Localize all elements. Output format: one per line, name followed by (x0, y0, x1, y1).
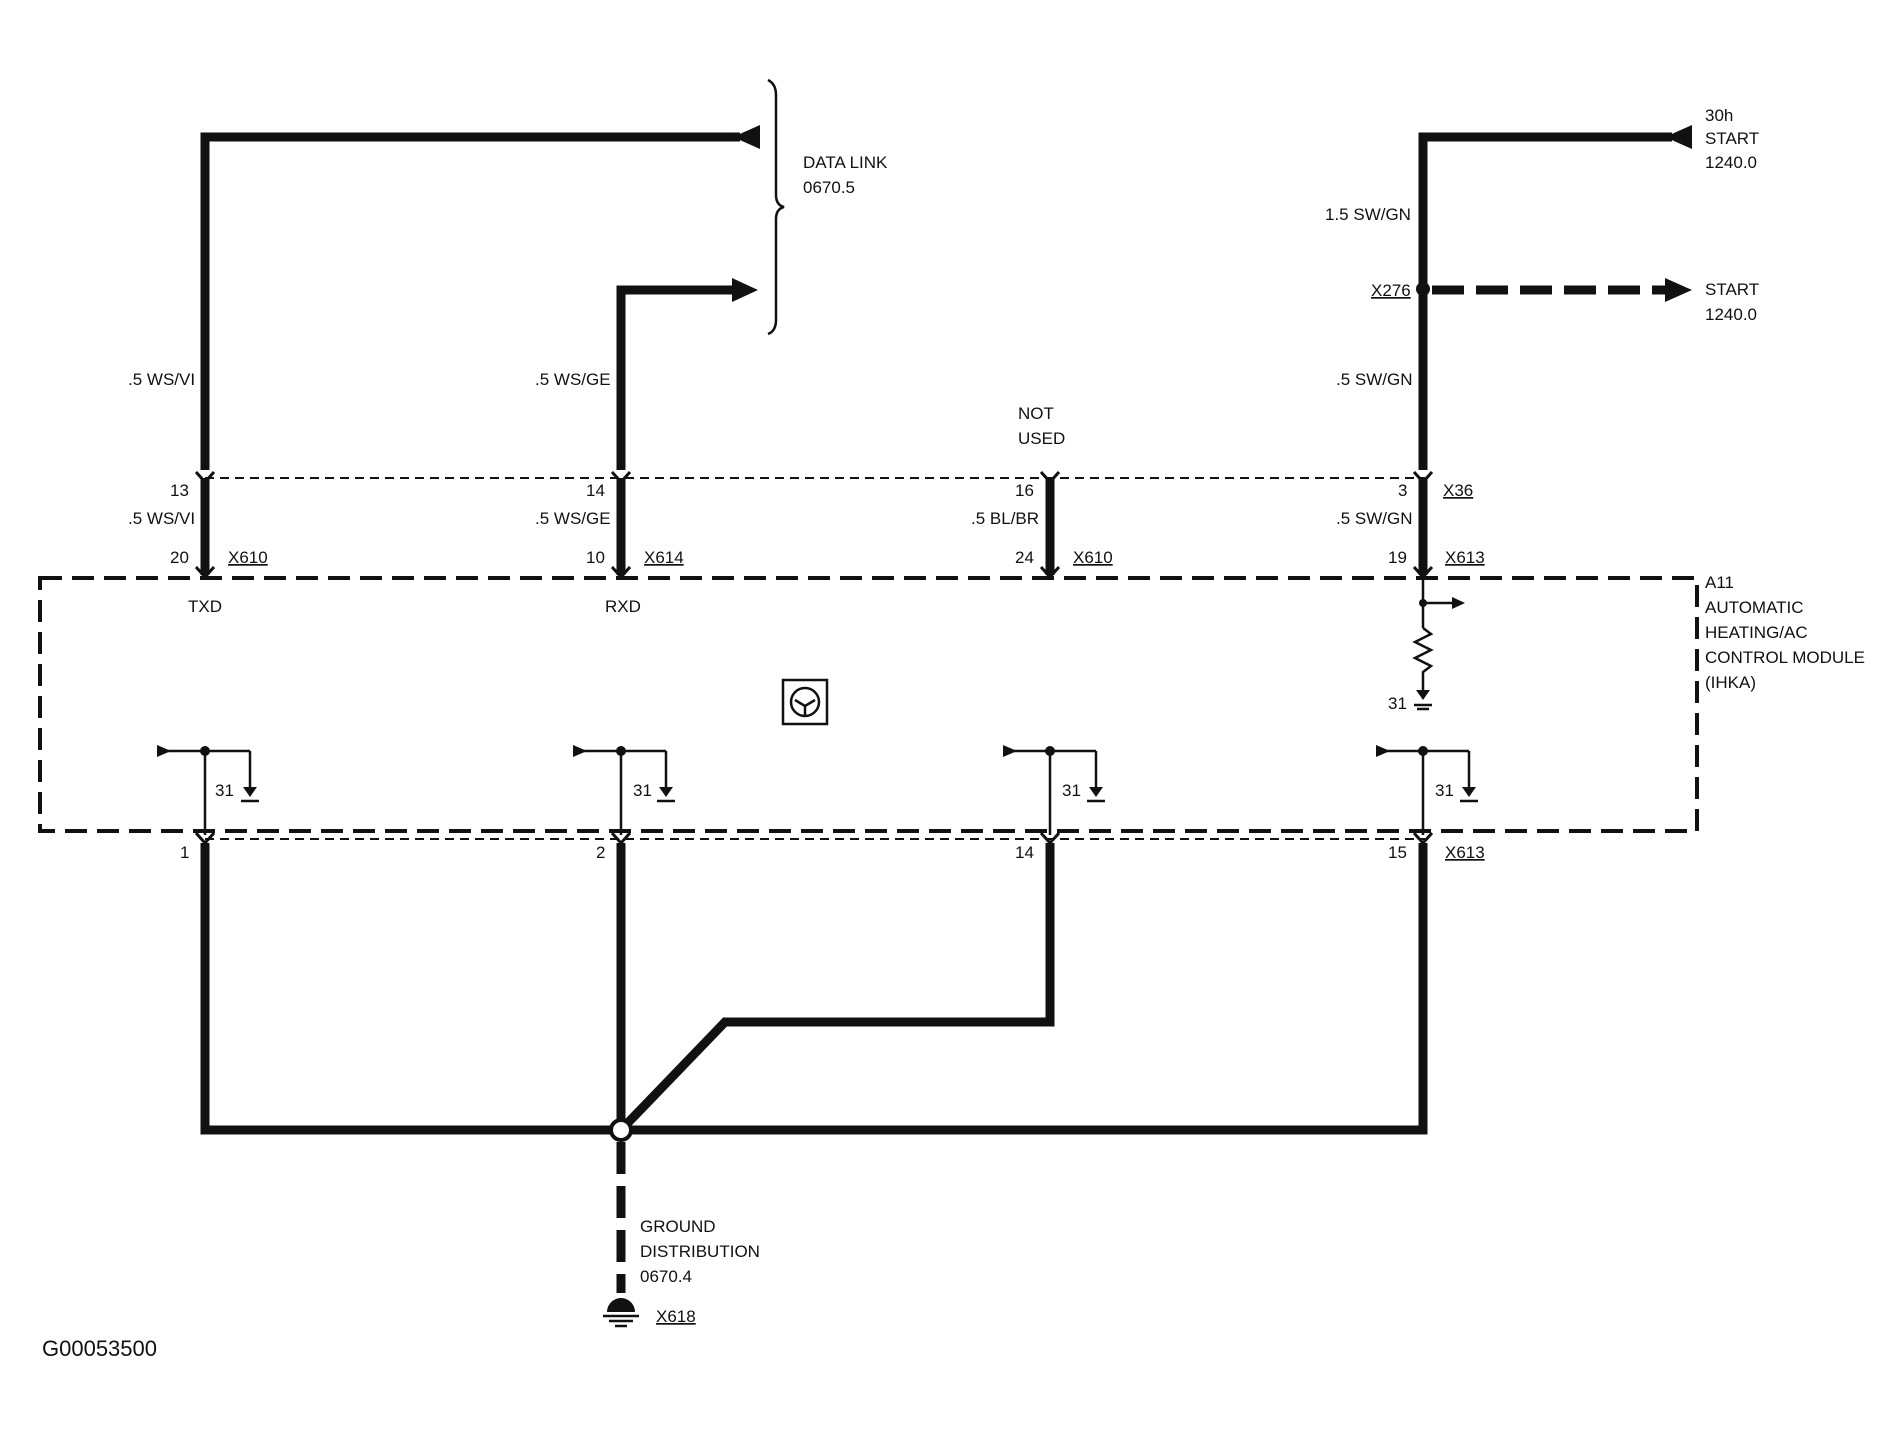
pin-10: 10 (586, 548, 605, 567)
arrow-start-out (1665, 278, 1692, 302)
arrow-30h-in (1665, 125, 1692, 149)
transistor-symbol-icon (781, 678, 829, 726)
wire-label-swgn-top: .5 SW/GN (1336, 370, 1413, 389)
power-30h-label: 30h (1705, 106, 1733, 125)
pin-19: 19 (1388, 548, 1407, 567)
ground-label-2: 31 (633, 781, 652, 800)
connector-x614-label: X614 (644, 548, 684, 567)
wire-sw-gn-30h (1418, 132, 1672, 470)
pin-13: 13 (170, 481, 189, 500)
wire-ground-pin15 (621, 843, 1428, 1135)
connector-forks-top (194, 470, 1434, 846)
wire-label-wsvi-top: .5 WS/VI (128, 370, 195, 389)
figure-code: G00053500 (42, 1336, 157, 1361)
pin-1: 1 (180, 843, 189, 862)
wire-ground-pin1 (200, 843, 621, 1135)
pin-15: 15 (1388, 843, 1407, 862)
driver-circuits (157, 745, 1478, 835)
wire-label-wsge-top: .5 WS/GE (535, 370, 611, 389)
data-link-ref: 0670.5 (803, 178, 855, 197)
module-name-3: CONTROL MODULE (1705, 648, 1865, 667)
pullup-circuit (1412, 580, 1465, 711)
arrow-data-link-out (732, 278, 758, 302)
power-start-ref: 1240.0 (1705, 153, 1757, 172)
module-id: A11 (1705, 573, 1734, 592)
module-name-2: HEATING/AC (1705, 623, 1808, 642)
data-link-bracket (767, 78, 785, 336)
pin-14-top: 14 (586, 481, 605, 500)
module-a11-box (38, 576, 1699, 833)
wire-label-swgn-mid: .5 SW/GN (1336, 509, 1413, 528)
ground-dist-label-2: DISTRIBUTION (640, 1242, 760, 1261)
splice-x276-label: X276 (1371, 281, 1411, 300)
connector-x36-label: X36 (1443, 481, 1473, 500)
start-out-ref: 1240.0 (1705, 305, 1757, 324)
connector-x610-a-label: X610 (228, 548, 268, 567)
wire-ws-vi-data-link (200, 132, 740, 470)
wire-ws-ge-data-link (616, 285, 735, 470)
ground-label-1: 31 (215, 781, 234, 800)
rxd-label: RXD (605, 597, 641, 616)
module-name-1: AUTOMATIC (1705, 598, 1804, 617)
pin-14-bottom: 14 (1015, 843, 1034, 862)
wire-label-wsge-mid: .5 WS/GE (535, 509, 611, 528)
pin-2: 2 (596, 843, 605, 862)
connector-x613-b-label: X613 (1445, 843, 1485, 862)
start-out-label: START (1705, 280, 1759, 299)
data-link-label: DATA LINK (803, 153, 888, 172)
arrow-data-link-in (733, 125, 760, 149)
splice-ground-node (609, 1118, 633, 1142)
wire-ground-pin14 (617, 843, 1055, 1134)
power-start-label: START (1705, 129, 1759, 148)
ground-label-4: 31 (1435, 781, 1454, 800)
module-name-4: (IHKA) (1705, 673, 1756, 692)
ground-x618-icon (603, 1298, 639, 1328)
pin-3: 3 (1398, 481, 1407, 500)
splice-x276-dot (1416, 282, 1430, 296)
pin-16: 16 (1015, 481, 1034, 500)
not-used-label: NOT (1018, 404, 1054, 423)
wire-label-swgn-15: 1.5 SW/GN (1325, 205, 1411, 224)
connector-x613-a-label: X613 (1445, 548, 1485, 567)
txd-label: TXD (188, 597, 222, 616)
ground-x618-label: X618 (656, 1307, 696, 1326)
ground-label-3: 31 (1062, 781, 1081, 800)
not-used-label-2: USED (1018, 429, 1065, 448)
connector-x610-b-label: X610 (1073, 548, 1113, 567)
wire-label-wsvi-mid: .5 WS/VI (128, 509, 195, 528)
ground-dist-ref: 0670.4 (640, 1267, 692, 1286)
pin-24: 24 (1015, 548, 1034, 567)
ground-label-pullup: 31 (1388, 694, 1407, 713)
pin-20: 20 (170, 548, 189, 567)
ground-dist-label-1: GROUND (640, 1217, 716, 1236)
wire-label-blbr-mid: .5 BL/BR (971, 509, 1039, 528)
